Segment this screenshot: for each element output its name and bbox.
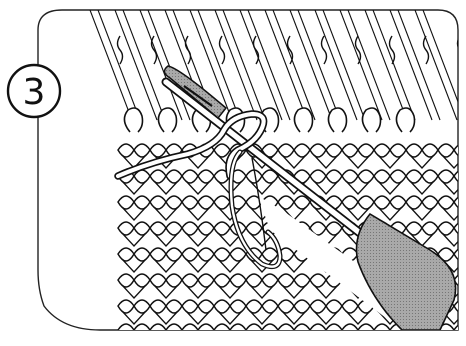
stitch-v	[314, 335, 338, 346]
stitch-v	[186, 335, 210, 346]
stitch-v	[122, 335, 146, 346]
stitch-v	[250, 335, 274, 346]
step-number: 3	[23, 72, 46, 113]
stitch-loop	[294, 108, 312, 132]
needle-loops-row	[124, 108, 414, 132]
stitch-loop	[124, 108, 142, 132]
stitch-v	[442, 335, 466, 346]
stitch-loop	[158, 108, 176, 132]
stitch-v	[410, 335, 434, 346]
stitch-loop	[396, 108, 414, 132]
stitch-v	[346, 335, 370, 346]
stitch-v	[378, 335, 402, 346]
stitch-loop	[328, 108, 346, 132]
stitch-loop	[362, 108, 380, 132]
stitch-v	[154, 335, 178, 346]
stitch-v	[218, 335, 242, 346]
stitch-v	[282, 335, 306, 346]
step-number-badge: 3	[8, 65, 60, 117]
